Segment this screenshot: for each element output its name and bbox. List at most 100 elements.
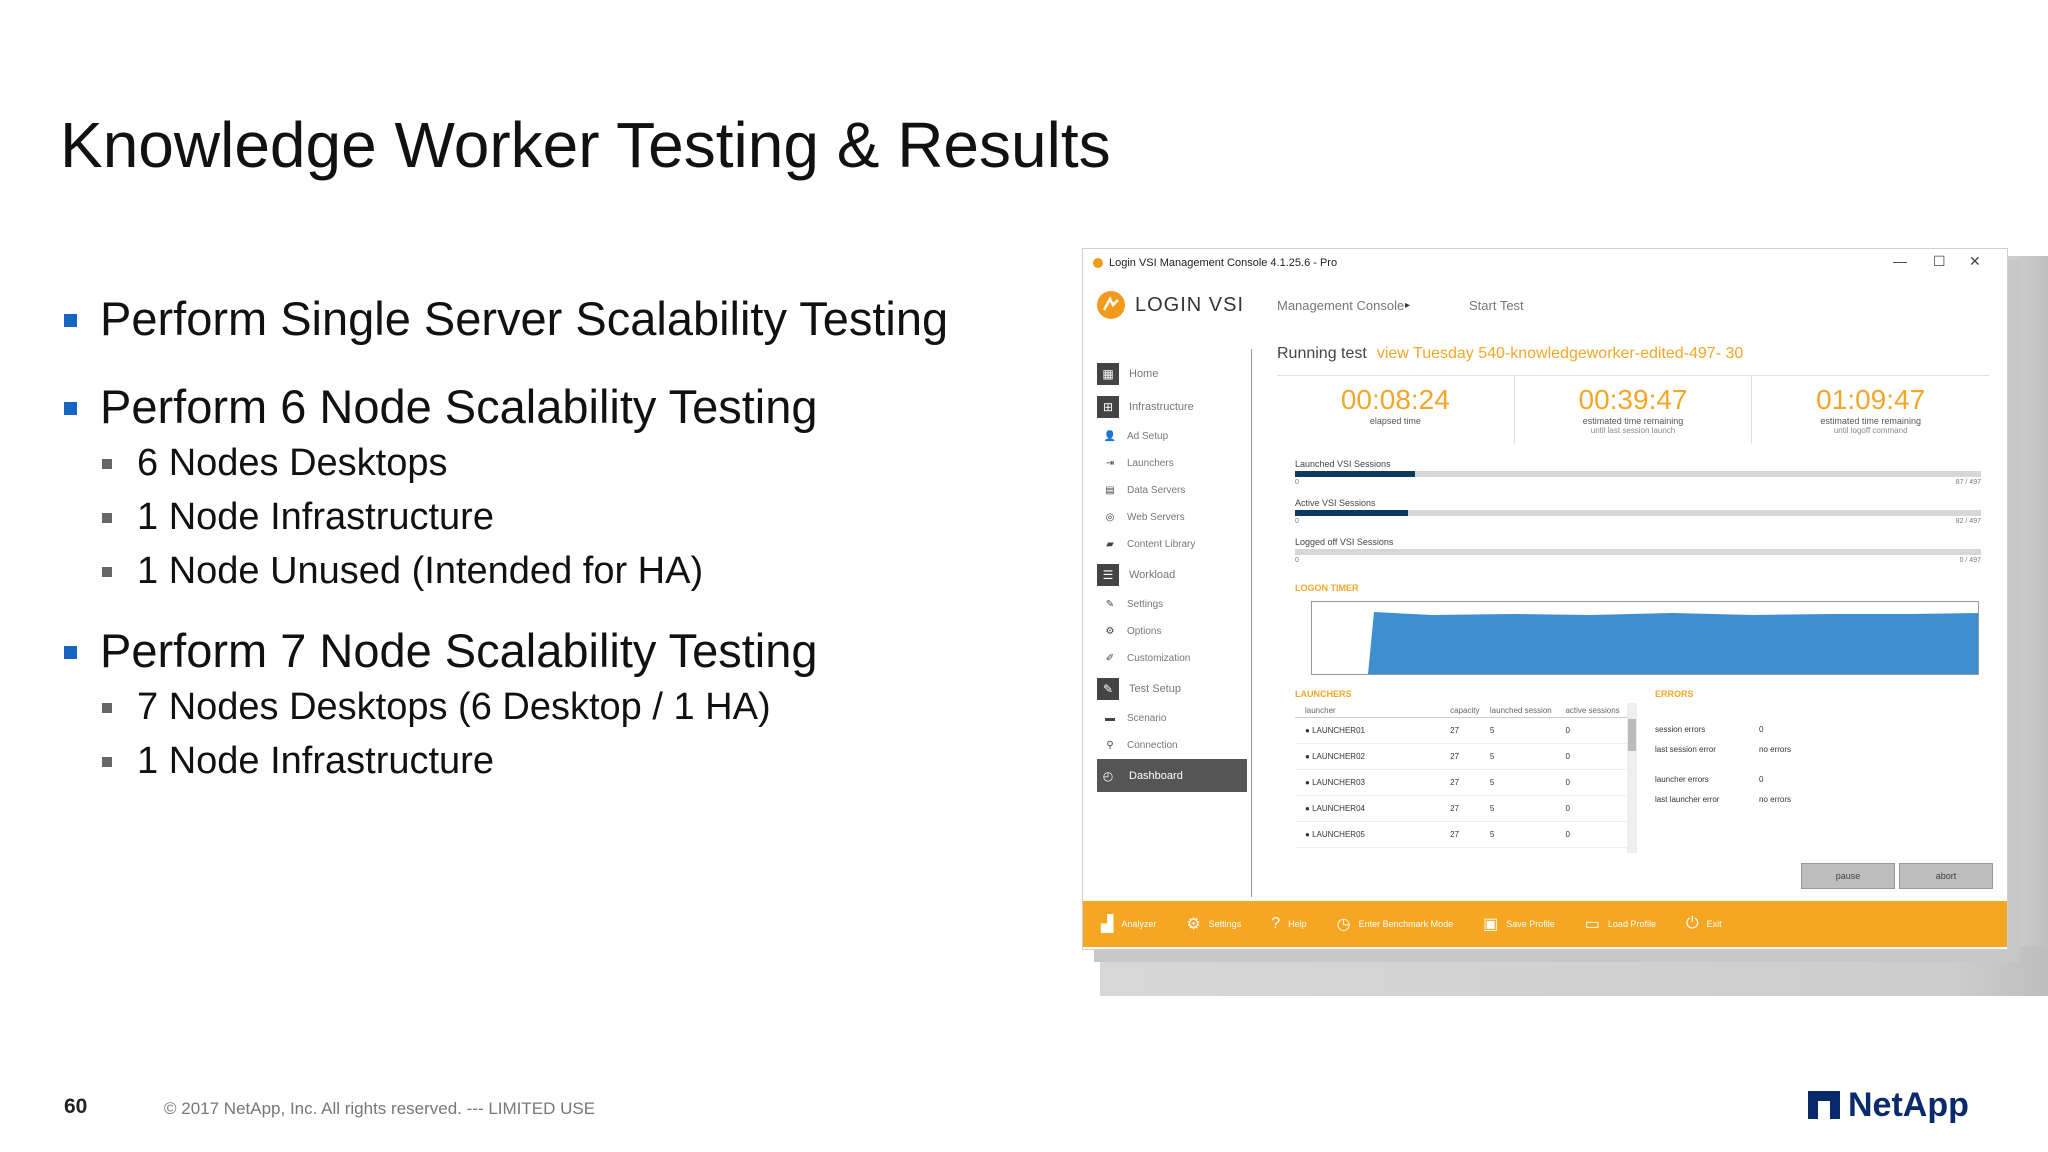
breadcrumb-separator-icon: ▸ <box>1405 300 1411 311</box>
sidebar-item-connection[interactable]: ⚲Connection <box>1097 732 1247 759</box>
session-label: Active VSI Sessions <box>1295 498 1376 508</box>
sub-bullet-square-icon <box>102 703 112 713</box>
minimize-button[interactable]: — <box>1893 253 1907 269</box>
pause-button[interactable]: pause <box>1801 863 1895 889</box>
toolbar-load-profile-button[interactable]: ▭Load Profile <box>1585 914 1656 934</box>
sidebar-item-web-servers[interactable]: ◎Web Servers <box>1097 504 1247 531</box>
sidebar-item-label: Home <box>1129 367 1159 380</box>
launchers-scrollbar-thumb[interactable] <box>1628 719 1636 751</box>
web-servers-icon: ◎ <box>1105 512 1115 523</box>
bullet-item: Perform 6 Node Scalability Testing <box>60 378 1040 436</box>
sidebar-item-label: Content Library <box>1127 539 1196 550</box>
toolbar-label: Enter Benchmark Mode <box>1358 919 1454 929</box>
sidebar-item-launchers[interactable]: ⇥Launchers <box>1097 450 1247 477</box>
launcher-active: 0 <box>1565 778 1570 787</box>
timer-label: estimated time remaining <box>1820 416 1921 426</box>
error-value: 0 <box>1759 774 1764 784</box>
launcher-capacity: 27 <box>1450 778 1460 787</box>
launchers-scrollbar[interactable] <box>1627 703 1637 853</box>
launchers-table-header: launcher capacity launched session activ… <box>1295 703 1635 718</box>
toolbar-save-profile-button[interactable]: ▣Save Profile <box>1483 914 1555 934</box>
sidebar-item-infrastructure[interactable]: ⊞Infrastructure <box>1097 390 1247 423</box>
toolbar-exit-button[interactable]: ⏻Exit <box>1686 915 1722 933</box>
sidebar-item-customization[interactable]: ✐ Customization <box>1097 645 1247 672</box>
close-button[interactable]: ✕ <box>1969 253 1981 269</box>
sidebar-item-scenario[interactable]: ▬ Scenario <box>1097 705 1247 732</box>
launcher-name: LAUNCHER05 <box>1312 830 1365 839</box>
session-progress <box>1295 549 1981 555</box>
session-start: 0 <box>1295 518 1299 525</box>
timer-label: estimated time remaining <box>1582 416 1684 426</box>
sidebar-item-dashboard[interactable]: ◴Dashboard <box>1097 759 1247 792</box>
toolbar-label: Help <box>1288 919 1307 929</box>
login-vsi-logo-icon <box>1097 291 1125 319</box>
data-servers-icon: ▤ <box>1105 485 1115 496</box>
error-value: no errors <box>1759 794 1792 804</box>
launchers-table: launcher capacity launched session activ… <box>1295 703 1635 848</box>
sub-bullet-square-icon <box>102 757 112 767</box>
error-key: last session error <box>1655 744 1716 754</box>
errors-heading: ERRORS <box>1655 689 1694 699</box>
toolbar-help-button[interactable]: ? Help <box>1271 915 1306 933</box>
error-value: 0 <box>1759 724 1764 734</box>
launcher-active: 0 <box>1565 726 1570 735</box>
toolbar-label: Save Profile <box>1506 919 1555 929</box>
abort-button[interactable]: abort <box>1899 863 1993 889</box>
session-label: Logged off VSI Sessions <box>1295 537 1394 547</box>
infrastructure-icon: ⊞ <box>1097 395 1119 418</box>
dashboard-icon: ◴ <box>1097 764 1119 787</box>
sub-bullet-item: 7 Nodes Desktops (6 Desktop / 1 HA) <box>60 680 1040 734</box>
sidebar-item-workload[interactable]: ☰Workload <box>1097 558 1247 591</box>
slide-title: Knowledge Worker Testing & Results <box>60 109 1111 181</box>
breadcrumb-management-console[interactable]: Management Console <box>1277 298 1405 313</box>
toolbar-label: Settings <box>1208 919 1242 929</box>
toolbar-analyzer-button[interactable]: ▟Analyzer <box>1101 914 1156 934</box>
toolbar-settings-button[interactable]: ⚙Settings <box>1186 914 1241 934</box>
sidebar-item-settings[interactable]: ✎Settings <box>1097 591 1247 618</box>
sidebar-item-data-servers[interactable]: ▤Data Servers <box>1097 477 1247 504</box>
page-number: 60 <box>64 1095 88 1118</box>
sidebar-item-ad-setup[interactable]: 👤Ad Setup <box>1097 423 1247 450</box>
sidebar-item-options[interactable]: ⚙Options <box>1097 618 1247 645</box>
sidebar-item-label: Options <box>1127 626 1162 637</box>
customization-icon: ✐ <box>1105 653 1115 664</box>
login-vsi-logo: LOGIN VSI <box>1097 291 1244 319</box>
sidebar-item-test-setup[interactable]: ✎ Test Setup <box>1097 672 1247 705</box>
sidebar-item-label: Test Setup <box>1129 682 1181 695</box>
launcher-name: LAUNCHER01 <box>1312 726 1365 735</box>
content-library-icon: ▰ <box>1106 539 1114 550</box>
timer-elapsed: 00:08:24 elapsed time <box>1277 376 1515 444</box>
launcher-launched: 5 <box>1489 804 1495 813</box>
sidebar-divider <box>1251 349 1252 897</box>
maximize-button[interactable]: ☐ <box>1933 253 1946 269</box>
error-key: last launcher error <box>1655 794 1720 804</box>
sidebar-item-label: Customization <box>1127 653 1191 664</box>
sub-bullet-item: 1 Node Unused (Intended for HA) <box>60 544 1040 598</box>
sidebar-item-label: Scenario <box>1127 713 1167 724</box>
netapp-logo: NetApp <box>1808 1085 1969 1125</box>
help-icon: ? <box>1271 915 1281 932</box>
window-shadow-bottom <box>1100 946 2048 996</box>
netapp-logo-icon <box>1808 1091 1840 1119</box>
sidebar-item-content-library[interactable]: ▰ Content Library <box>1097 531 1247 558</box>
breadcrumb-start-test[interactable]: Start Test <box>1469 298 1524 313</box>
exit-icon: ⏻ <box>1685 915 1699 932</box>
toolbar-benchmark-button[interactable]: ◷Enter Benchmark Mode <box>1337 914 1454 934</box>
toolbar-label: Load Profile <box>1607 919 1656 929</box>
launcher-capacity: 27 <box>1450 726 1460 735</box>
test-setup-icon: ✎ <box>1097 677 1119 700</box>
scenario-icon: ▬ <box>1105 713 1115 724</box>
sidebar-item-home[interactable]: ▦Home <box>1097 357 1247 390</box>
timer-sub: until last session launch <box>1590 426 1676 435</box>
timer-value: 00:08:24 <box>1340 384 1450 415</box>
bullet-item: Perform Single Server Scalability Testin… <box>60 290 1040 348</box>
launcher-launched: 5 <box>1489 830 1495 839</box>
